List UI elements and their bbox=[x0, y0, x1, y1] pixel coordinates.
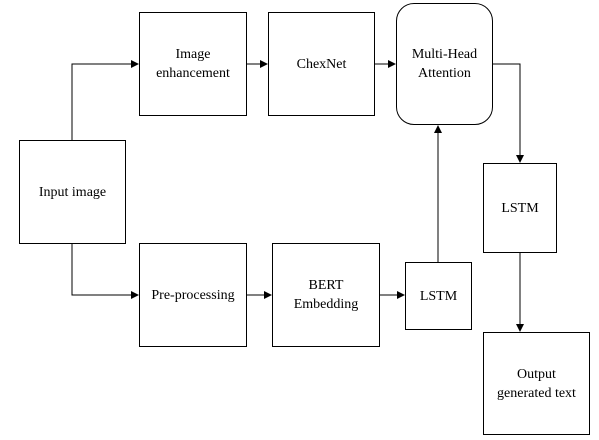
lstm-decoder-box: LSTM bbox=[483, 163, 557, 253]
multi-head-attention-box: Multi-Head Attention bbox=[396, 3, 493, 125]
arrow-input-to-enhancement bbox=[71, 60, 139, 140]
arrow-input-to-preprocessing bbox=[71, 244, 139, 299]
lstm-encoder-label: LSTM bbox=[419, 288, 458, 304]
chexnet-label: ChexNet bbox=[296, 56, 347, 72]
multi-head-attention-label: Multi-Head Attention bbox=[411, 47, 478, 81]
input-image-box: Input image bbox=[19, 140, 126, 244]
chexnet-box: ChexNet bbox=[268, 12, 375, 116]
lstm-decoder-label: LSTM bbox=[501, 200, 539, 216]
lstm-encoder-box: LSTM bbox=[405, 262, 472, 330]
image-enhancement-box: Image enhancement bbox=[139, 12, 247, 116]
image-enhancement-label: Image enhancement bbox=[156, 47, 230, 81]
output-generated-text-label: Output generated text bbox=[497, 366, 576, 401]
input-image-label: Input image bbox=[38, 184, 107, 200]
pre-processing-box: Pre-processing bbox=[139, 243, 247, 347]
bert-embedding-box: BERT Embedding bbox=[272, 243, 380, 347]
arrow-attention-to-lstm-right bbox=[493, 63, 524, 163]
bert-embedding-label: BERT Embedding bbox=[293, 278, 359, 312]
output-generated-text-box: Output generated text bbox=[483, 332, 590, 435]
pre-processing-label: Pre-processing bbox=[151, 287, 235, 303]
